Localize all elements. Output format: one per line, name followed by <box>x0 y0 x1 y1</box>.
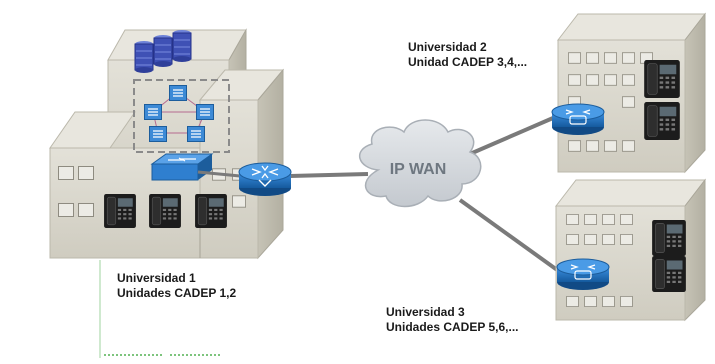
site-3-label: Universidad 3 Unidades CADEP 5,6,... <box>386 305 519 335</box>
site-2-label: Universidad 2 Unidad CADEP 3,4,... <box>408 40 527 70</box>
mini-switch-icon <box>196 104 214 120</box>
site-2-units: Unidad CADEP 3,4,... <box>408 55 528 69</box>
ip-wan-cloud: IP WAN <box>359 119 482 208</box>
lan-switch-icon <box>150 153 214 181</box>
site-1-label: Universidad 1 Unidades CADEP 1,2 <box>117 271 236 301</box>
ip-phone-icon <box>148 194 182 228</box>
site-1-name: Universidad 1 <box>117 271 196 285</box>
ip-phone-icon <box>103 194 137 228</box>
router-icon <box>238 162 292 196</box>
mini-switch-icon <box>149 126 167 142</box>
site-2-building <box>556 12 707 174</box>
mini-switch-icon <box>144 104 162 120</box>
site-1-units: Unidades CADEP 1,2 <box>117 286 237 300</box>
voice-router-icon <box>551 103 605 135</box>
wan-label: IP WAN <box>390 161 447 178</box>
site-2-name: Universidad 2 <box>408 40 487 54</box>
ip-phone-icon <box>643 60 681 98</box>
server-stack-icon <box>134 30 192 73</box>
frame-edges <box>99 260 222 358</box>
site-3-name: Universidad 3 <box>386 305 465 319</box>
mini-switch-icon <box>187 126 205 142</box>
mini-switch-icon <box>169 85 187 101</box>
ip-phone-icon <box>643 102 681 140</box>
ip-phone-icon <box>651 220 687 256</box>
voice-router-icon <box>556 258 610 290</box>
ip-phone-icon <box>651 256 687 292</box>
site-3-units: Unidades CADEP 5,6,... <box>386 320 519 334</box>
ip-phone-icon <box>194 194 228 228</box>
switch-cluster <box>133 79 230 153</box>
